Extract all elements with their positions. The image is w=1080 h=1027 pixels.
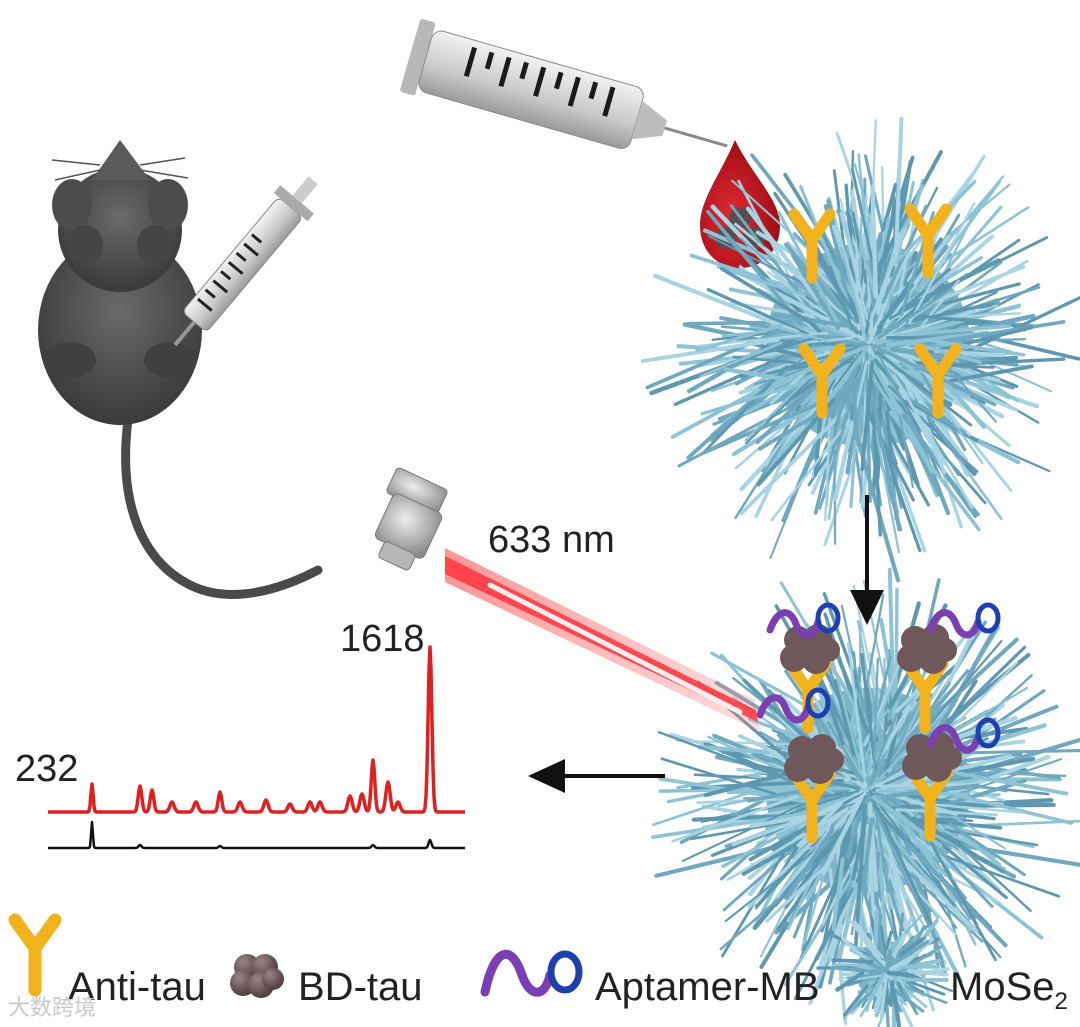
peak-label-1618: 1618 <box>340 618 425 660</box>
legend-mose2: MoSe2 <box>950 965 1068 1016</box>
mose2-nanoflower-top <box>640 116 1080 583</box>
syringe-icon <box>400 19 728 149</box>
bd-tau-icon <box>784 734 844 784</box>
spectrum-red-trace <box>47 645 466 814</box>
aptamer-icon <box>756 687 831 724</box>
arrow-left-icon <box>528 759 665 793</box>
laser-beam <box>445 548 760 732</box>
legend-bd-tau: BD-tau <box>298 965 423 1009</box>
legend-anti-tau: Anti-tau <box>68 965 206 1009</box>
aptamer-icon <box>766 602 841 639</box>
arrow-down-icon <box>850 495 884 625</box>
aptamer-icon <box>926 602 1001 639</box>
antibody-icon <box>798 343 846 419</box>
syringe-icon <box>173 176 318 347</box>
antibody-legend-icon <box>8 913 62 997</box>
antibody-icon <box>914 343 962 419</box>
antibody-icon <box>904 203 952 279</box>
legend-mose2-base: MoSe <box>950 965 1055 1009</box>
bd-tau-legend-icon <box>230 954 284 998</box>
mose2-legend-icon <box>816 908 954 1027</box>
mouse-icon <box>38 140 323 599</box>
peak-label-232: 232 <box>15 748 79 790</box>
aptamer-legend-icon <box>480 949 583 997</box>
raman-spectrum <box>47 645 466 850</box>
antibody-icon <box>788 208 836 284</box>
spectrum-black-trace <box>47 820 466 850</box>
laser-wavelength-label: 633 nm <box>488 519 615 561</box>
bd-tau-icon <box>897 624 957 674</box>
watermark: 大数跨境 <box>8 996 97 1021</box>
legend-aptamer-mb: Aptamer-MB <box>595 965 820 1009</box>
antibody-group-bottom <box>756 602 1001 844</box>
laser-head-icon <box>374 467 448 571</box>
legend-mose2-subscript: 2 <box>1054 988 1068 1015</box>
aptamer-icon <box>926 717 1001 754</box>
antibody-group-top <box>788 203 962 419</box>
